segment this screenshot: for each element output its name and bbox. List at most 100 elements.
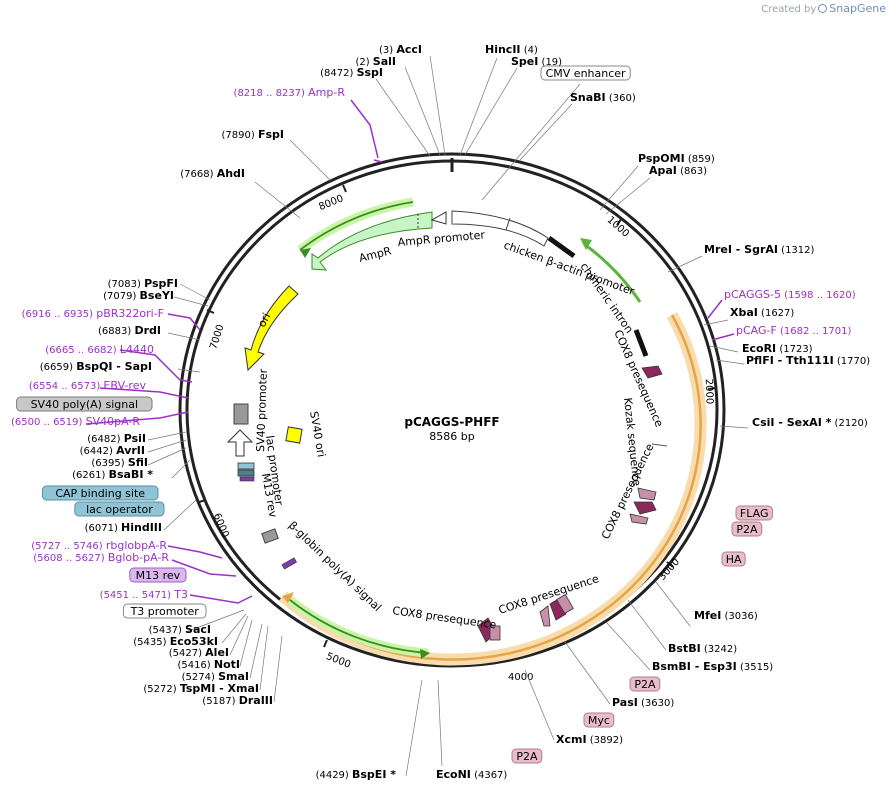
credit-product: SnapGene — [829, 2, 886, 15]
svg-text:(7083) PspFI: (7083) PspFI — [108, 277, 178, 290]
svg-text:(6500 .. 6519) SV40pA-R: (6500 .. 6519) SV40pA-R — [11, 415, 140, 428]
svg-text:P2A: P2A — [736, 523, 758, 536]
svg-text:(5427) AleI: (5427) AleI — [169, 646, 229, 659]
svg-text:(5437) SacI: (5437) SacI — [149, 623, 211, 636]
svg-text:T3 promoter: T3 promoter — [130, 605, 200, 618]
svg-text:SV40 poly(A) signal: SV40 poly(A) signal — [31, 398, 138, 411]
svg-text:SpeI (19): SpeI (19) — [511, 55, 562, 68]
feature-label-cox8-3: COX8 presequence — [392, 604, 498, 631]
p2a-tag-mark-2 — [556, 594, 574, 614]
svg-text:(5435) Eco53kI: (5435) Eco53kI — [133, 635, 218, 648]
intron-segment — [547, 235, 576, 259]
svg-text:pCAGGS-5 (1598 .. 1620): pCAGGS-5 (1598 .. 1620) — [724, 288, 856, 301]
site-fspi: (7890) FspI — [222, 128, 284, 141]
site-pflfi-tth111i: PflFI - Tth111I (1770) — [746, 354, 870, 367]
svg-text:(5274) SmaI: (5274) SmaI — [182, 670, 249, 683]
svg-text:(6442) AvrII: (6442) AvrII — [80, 444, 145, 457]
site-saci: (5437) SacI — [149, 623, 211, 636]
ori-feature-arrow — [244, 285, 299, 372]
globin-arc — [289, 599, 429, 654]
ampr-span-arrow — [300, 248, 311, 258]
svg-text:ApaI (863): ApaI (863) — [649, 164, 707, 177]
primer-rbglobpa-r-leader — [167, 545, 223, 559]
svg-text:(6261) BsaBI *: (6261) BsaBI * — [72, 468, 153, 481]
site-sali: (2) SalI — [355, 55, 396, 68]
box-label-p2a-4: P2A — [629, 676, 661, 692]
svg-text:Myc: Myc — [588, 714, 610, 727]
ampr-span-arc — [299, 201, 414, 251]
svg-text:(8218 .. 8237) Amp-R: (8218 .. 8237) Amp-R — [234, 86, 346, 99]
site-leaders — [147, 55, 749, 777]
site-eco53ki: (5435) Eco53kI — [133, 635, 218, 648]
primer-amp-r: (8218 .. 8237) Amp-R — [234, 86, 346, 99]
svg-text:(6071) HindIII: (6071) HindIII — [85, 521, 162, 534]
svg-text:(7079) BseYI: (7079) BseYI — [103, 289, 174, 302]
primer-labels: (8218 .. 8237) Amp-R pCAGGS-5 (1598 .. 16… — [11, 86, 856, 601]
primer-l4440: (6665 .. 6682) L4440 — [45, 343, 154, 356]
site-apai: ApaI (863) — [649, 164, 707, 177]
feature-label-cba-promoter: chicken β-actin promoter — [502, 239, 637, 299]
sv40-ori-feature — [285, 426, 303, 444]
myc-tag-mark — [539, 605, 551, 627]
site-xcmi: XcmI (3892) — [556, 733, 623, 746]
chimeric-intron-arc — [583, 242, 642, 303]
site-acci: (3) AccI — [379, 43, 422, 56]
primer-amp-r-mark — [373, 159, 383, 163]
primer-pcagf-leader — [711, 333, 735, 341]
site-bspqi-sapi: (6659) BspQI - SapI — [40, 360, 152, 373]
cox8-arrow-1 — [641, 365, 663, 379]
site-snabi: SnaBI (360) — [570, 91, 636, 104]
svg-text:2000: 2000 — [703, 379, 715, 405]
primer-t3-leader — [189, 594, 253, 604]
svg-text:(8472) SspI: (8472) SspI — [320, 66, 383, 79]
box-label-p2a-2: P2A — [731, 521, 763, 537]
kozak-mark — [651, 443, 668, 447]
primer-sv40pa-r-leader — [85, 411, 189, 425]
box-label-myc-5: Myc — [583, 712, 615, 728]
svg-text:(5727 .. 5746) rbglobpA-R: (5727 .. 5746) rbglobpA-R — [31, 539, 167, 552]
site-pasi: PasI (3630) — [612, 696, 674, 709]
feature-label-ampr-promoter: AmpR promoter — [397, 228, 486, 249]
feature-label-globin-polya: β-globin poly(A) signal — [286, 519, 384, 614]
sv40-promoter-arrow — [226, 429, 254, 457]
box-label-lac-operator-9: lac operator — [74, 501, 165, 517]
svg-text:pCAG-F (1682 .. 1701): pCAG-F (1682 .. 1701) — [736, 324, 852, 337]
feature-label-ori: ori — [255, 311, 273, 330]
snapgene-logo-icon — [818, 4, 828, 13]
cba-promoter-arrow — [451, 210, 549, 247]
ampr-feature-arrow — [311, 211, 433, 271]
svg-text:(7668) AhdI: (7668) AhdI — [180, 167, 245, 180]
primer-pbr322ori-leader — [167, 313, 201, 331]
svg-text:PflFI - Tth111I (1770): PflFI - Tth111I (1770) — [746, 354, 870, 367]
svg-text:HA: HA — [726, 553, 742, 566]
feature-label-sv40-ori: SV40 ori — [307, 410, 328, 458]
svg-text:4000: 4000 — [508, 672, 533, 683]
svg-text:EcoRI (1723): EcoRI (1723) — [742, 342, 813, 355]
kozak-segment — [633, 329, 649, 357]
svg-text:BstBI (3242): BstBI (3242) — [668, 642, 737, 655]
box-label-cap-binding-site-8: CAP binding site — [41, 485, 159, 501]
flag-tag-mark — [637, 487, 657, 501]
globin-arrow-head — [420, 649, 430, 659]
site-sspi: (8472) SspI — [320, 66, 383, 79]
feature-label-ampr: AmpR — [358, 244, 393, 265]
site-pspomi: PspOMI (859) — [638, 152, 715, 165]
svg-text:(6665 .. 6682) L4440: (6665 .. 6682) L4440 — [45, 343, 154, 356]
site-alei: (5427) AleI — [169, 646, 229, 659]
svg-text:PspOMI (859): PspOMI (859) — [638, 152, 715, 165]
site-noti: (5416) NotI — [177, 658, 240, 671]
box-label-ha-3: HA — [721, 551, 746, 567]
svg-text:(4429) BspEI *: (4429) BspEI * — [316, 768, 397, 781]
cox8-arrow-2 — [633, 501, 657, 515]
svg-text:XbaI (1627): XbaI (1627) — [730, 306, 794, 319]
plasmid-length: 8586 bp — [429, 430, 474, 443]
site-hincii: HincII (4) — [485, 43, 538, 56]
svg-text:5000: 5000 — [324, 651, 352, 671]
site-tspmi-xmai: (5272) TspMI - XmaI — [143, 682, 259, 695]
feature-label-cox8-4: COX8 presequence — [497, 572, 601, 617]
svg-text:SnaBI (360): SnaBI (360) — [570, 91, 636, 104]
svg-text:FLAG: FLAG — [740, 507, 769, 520]
svg-text:(6482) PsiI: (6482) PsiI — [87, 432, 146, 445]
cox8-bottom-group — [477, 594, 574, 643]
site-bstbi: BstBI (3242) — [668, 642, 737, 655]
